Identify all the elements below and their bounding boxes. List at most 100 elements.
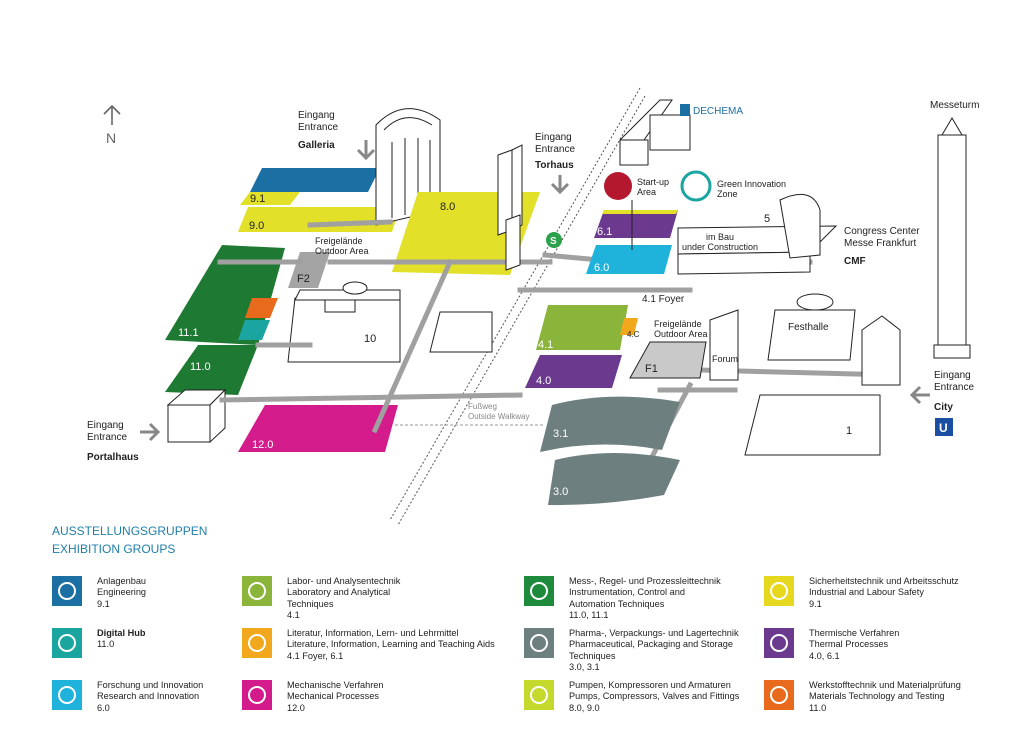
hall-11-1-label: 11.1 (178, 327, 199, 339)
legend-item-line: Techniques (569, 650, 616, 661)
outdoor-area-f1 (629, 341, 707, 379)
startup-line1: Start-up (637, 177, 669, 187)
north-arrow-icon (103, 104, 121, 125)
green-line2: Zone (717, 189, 738, 199)
legend-item-line: Forschung und Innovation (97, 680, 204, 690)
hall-3-0-label: 3.0 (553, 486, 568, 498)
portalhaus-building (166, 388, 227, 444)
cmf-label: CMF (844, 256, 866, 267)
legend-item-line: Mechanical Processes (287, 691, 379, 702)
rotunda-building (861, 315, 901, 386)
hall-6-0-floor (586, 245, 672, 274)
outdoor-area-1-line2: Outdoor Area (315, 246, 369, 256)
hall-9-1-floor (240, 192, 300, 205)
hall-10-label: 10 (364, 333, 376, 345)
hall-3-1-label: 3.1 (553, 428, 568, 440)
legend-item-line: 4.1 (287, 610, 300, 621)
entrance-city-line2: Entrance (934, 382, 974, 393)
legend-item-line: Labor- und Analysentechnik (287, 576, 401, 586)
compass-label: N (106, 130, 116, 146)
hall-11-teal-zone (238, 320, 270, 340)
legend-item-line: Engineering (97, 587, 147, 598)
hall-4-0-label: 4.0 (536, 375, 551, 387)
hall-5-building (677, 193, 838, 275)
entrance-portalhaus-line2: Entrance (87, 432, 127, 443)
hall-6-1-yellow-strip (602, 210, 678, 214)
research-head-icon (52, 680, 82, 710)
book-icon (242, 628, 272, 658)
startup-area-icon (604, 172, 632, 200)
entrance-portalhaus-arrow-icon (140, 422, 161, 442)
hall-12-0-label: 12.0 (252, 439, 273, 451)
torhaus-building (497, 144, 523, 271)
legend-title-de: AUSSTELLUNGSGRUPPEN (52, 524, 208, 538)
festhalle-label: Festhalle (788, 322, 829, 333)
legend-item-text: Literatur, Information, Lern- und Lehrmi… (287, 628, 497, 662)
entrance-city-name: City (934, 402, 953, 413)
railway-line (389, 87, 646, 526)
legend-item-line: Mechanische Verfahren (287, 680, 384, 690)
outdoor-area-2-line2: Outdoor Area (654, 329, 708, 339)
hall-4-foyer-zone (620, 318, 638, 335)
hall-1-building (744, 394, 881, 456)
legend-item-line: 11.0 (97, 639, 115, 650)
construction-line1: im Bau (706, 232, 734, 242)
legend-item-line: Pumpen, Kompressoren und Armaturen (569, 680, 731, 690)
u-bahn-icon (935, 418, 953, 436)
legend-item-line: Instrumentation, Control and (569, 587, 685, 598)
congress-line2: Messe Frankfurt (844, 238, 916, 249)
entrance-city-line1: Eingang (934, 370, 971, 381)
hall-6-1-floor (594, 210, 678, 238)
hall-11-0-floor (165, 345, 258, 395)
legend-item-line: Research and Innovation (97, 691, 200, 702)
material-test-icon (764, 680, 794, 710)
hall-8-0-label: 8.0 (440, 201, 455, 213)
hall-9-1-roof (250, 168, 380, 192)
gauge-arrow-icon (524, 576, 554, 606)
legend-item-line: 4.1 Foyer, 6.1 (287, 650, 344, 661)
digital-hub-icon (52, 628, 82, 658)
safety-barrier-icon (764, 576, 794, 606)
hall-5-label: 5 (764, 213, 770, 225)
s-bahn-label: S (550, 236, 557, 247)
construction-line2: under Construction (682, 242, 758, 252)
walkway-label-1: Fußweg (468, 402, 497, 411)
pump-icon (524, 680, 554, 710)
hall-9-0-floor (238, 207, 400, 232)
legend-item-line: Anlagenbau (97, 576, 147, 586)
small-building (429, 311, 493, 353)
u-bahn-label: U (939, 421, 948, 435)
hall-4-1-label: 4.1 (538, 339, 553, 351)
network-icon (52, 576, 82, 606)
legend-item-line: Industrial and Labour Safety (809, 587, 924, 598)
legend-item-line: Materials Technology and Testing (809, 691, 945, 702)
hall-3-1-floor (540, 396, 680, 452)
f2-label: F2 (297, 273, 310, 285)
legend-item-line: Literatur, Information, Lern- und Lehrmi… (287, 628, 459, 638)
hall-12-0-floor (238, 405, 398, 452)
legend-item-line: Techniques (287, 598, 334, 609)
lab-flask-icon (242, 576, 272, 606)
entrance-city-arrow-icon (909, 385, 930, 405)
legend-item-line: 9.1 (97, 598, 110, 609)
forum-building (709, 309, 739, 381)
forum-label: Forum (712, 354, 738, 364)
legend-title-en: EXHIBITION GROUPS (52, 542, 176, 556)
legend-item-line: 8.0, 9.0 (569, 702, 600, 713)
entrance-portalhaus-name: Portalhaus (87, 452, 139, 463)
legend-item-line: Digital Hub (97, 628, 146, 638)
